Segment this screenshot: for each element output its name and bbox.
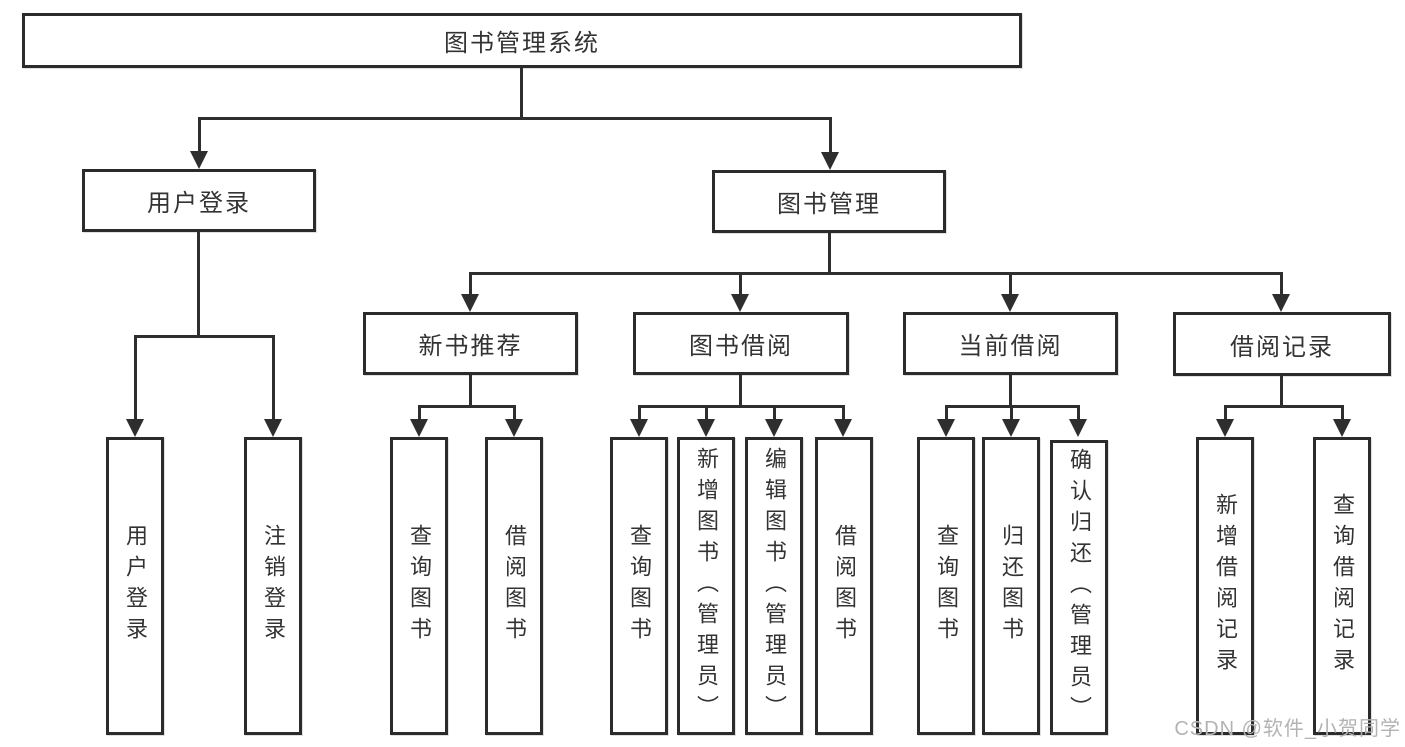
node-user-login: 用户登录: [82, 169, 316, 232]
connector-line: [1077, 405, 1080, 421]
arrowhead-icon: [821, 152, 839, 170]
arrowhead-icon: [834, 419, 852, 437]
connector-line: [739, 272, 742, 296]
node-library-system: 图书管理系统: [22, 13, 1022, 68]
connector-line: [1009, 272, 1012, 296]
connector-line: [469, 272, 472, 296]
leaf-query-books-current: 查询图书: [917, 437, 975, 735]
arrowhead-icon: [1272, 294, 1290, 312]
leaf-add-book-admin: 新增图书（管理员）: [677, 437, 735, 735]
leaf-user-login-label: 用户登录: [123, 524, 148, 648]
arrowhead-icon: [697, 419, 715, 437]
arrowhead-icon: [937, 419, 955, 437]
connector-line: [134, 335, 275, 338]
connector-line: [705, 405, 708, 421]
leaf-edit-book-admin-label: 编辑图书（管理员）: [762, 446, 787, 726]
leaf-confirm-return-admin: 确认归还（管理员）: [1050, 440, 1108, 735]
leaf-borrow-books-recommend: 借阅图书: [485, 437, 543, 735]
arrowhead-icon: [461, 294, 479, 312]
leaf-borrow-books: 借阅图书: [815, 437, 873, 735]
connector-line: [638, 405, 845, 408]
arrowhead-icon: [1001, 294, 1019, 312]
connector-line: [469, 375, 472, 407]
node-new-book-recommend: 新书推荐: [363, 312, 578, 375]
leaf-borrow-books-label: 借阅图书: [832, 524, 857, 648]
leaf-borrow-books-recommend-label: 借阅图书: [502, 524, 527, 648]
leaf-logout-label: 注销登录: [261, 524, 286, 648]
node-book-borrow: 图书借阅: [633, 312, 849, 375]
node-book-borrow-label: 图书借阅: [689, 333, 793, 360]
connector-line: [638, 405, 641, 421]
arrowhead-icon: [264, 419, 282, 437]
leaf-query-books-borrow: 查询图书: [610, 437, 668, 735]
connector-line: [1280, 376, 1283, 407]
connector-line: [829, 117, 832, 153]
connector-line: [1224, 405, 1227, 421]
connector-line: [828, 233, 831, 275]
leaf-query-borrow-record: 查询借阅记录: [1313, 437, 1371, 735]
node-borrow-records-label: 借阅记录: [1230, 333, 1334, 361]
leaf-return-book: 归还图书: [982, 437, 1040, 735]
connector-line: [418, 405, 516, 408]
connector-line: [1280, 272, 1283, 296]
leaf-logout: 注销登录: [244, 437, 302, 735]
arrowhead-icon: [1069, 419, 1087, 437]
connector-line: [739, 375, 742, 407]
arrowhead-icon: [126, 419, 144, 437]
arrowhead-icon: [1002, 419, 1020, 437]
watermark: CSDN @软件_小贺同学: [1174, 718, 1401, 740]
node-book-management-label: 图书管理: [777, 191, 881, 218]
node-library-system-label: 图书管理系统: [444, 30, 600, 57]
leaf-query-books-recommend-label: 查询图书: [407, 524, 432, 648]
connector-line: [197, 232, 200, 335]
connector-line: [272, 335, 275, 421]
node-current-borrow-label: 当前借阅: [958, 333, 1063, 360]
leaf-query-books-current-label: 查询图书: [934, 524, 959, 648]
connector-line: [418, 405, 421, 421]
connector-line: [513, 405, 516, 421]
connector-line: [520, 68, 523, 120]
leaf-add-borrow-record: 新增借阅记录: [1196, 437, 1254, 735]
connector-line: [134, 335, 137, 421]
node-book-management: 图书管理: [712, 170, 946, 233]
leaf-query-borrow-record-label: 查询借阅记录: [1330, 493, 1355, 679]
connector-line: [945, 405, 948, 421]
arrowhead-icon: [1333, 419, 1351, 437]
leaf-add-book-admin-label: 新增图书（管理员）: [694, 446, 719, 726]
node-borrow-records: 借阅记录: [1173, 312, 1391, 376]
arrowhead-icon: [505, 419, 523, 437]
arrowhead-icon: [1216, 419, 1234, 437]
leaf-confirm-return-admin-label: 确认归还（管理员）: [1067, 448, 1092, 727]
arrowhead-icon: [765, 419, 783, 437]
connector-line: [1341, 405, 1344, 421]
connector-line: [469, 272, 1283, 275]
leaf-add-borrow-record-label: 新增借阅记录: [1213, 493, 1238, 679]
leaf-user-login: 用户登录: [106, 437, 164, 735]
connector-line: [773, 405, 776, 421]
arrowhead-icon: [731, 294, 749, 312]
connector-line: [1009, 375, 1012, 407]
node-current-borrow: 当前借阅: [903, 312, 1118, 375]
connector-line: [198, 117, 832, 120]
arrowhead-icon: [190, 151, 208, 169]
arrowhead-icon: [630, 419, 648, 437]
leaf-edit-book-admin: 编辑图书（管理员）: [745, 437, 803, 735]
node-user-login-label: 用户登录: [147, 190, 251, 217]
connector-line: [198, 117, 201, 153]
arrowhead-icon: [410, 419, 428, 437]
connector-line: [1010, 405, 1013, 421]
leaf-query-books-recommend: 查询图书: [390, 437, 448, 735]
node-new-book-recommend-label: 新书推荐: [418, 333, 523, 360]
connector-line: [1224, 405, 1344, 408]
leaf-query-books-borrow-label: 查询图书: [627, 524, 652, 648]
connector-line: [842, 405, 845, 421]
leaf-return-book-label: 归还图书: [999, 524, 1024, 648]
